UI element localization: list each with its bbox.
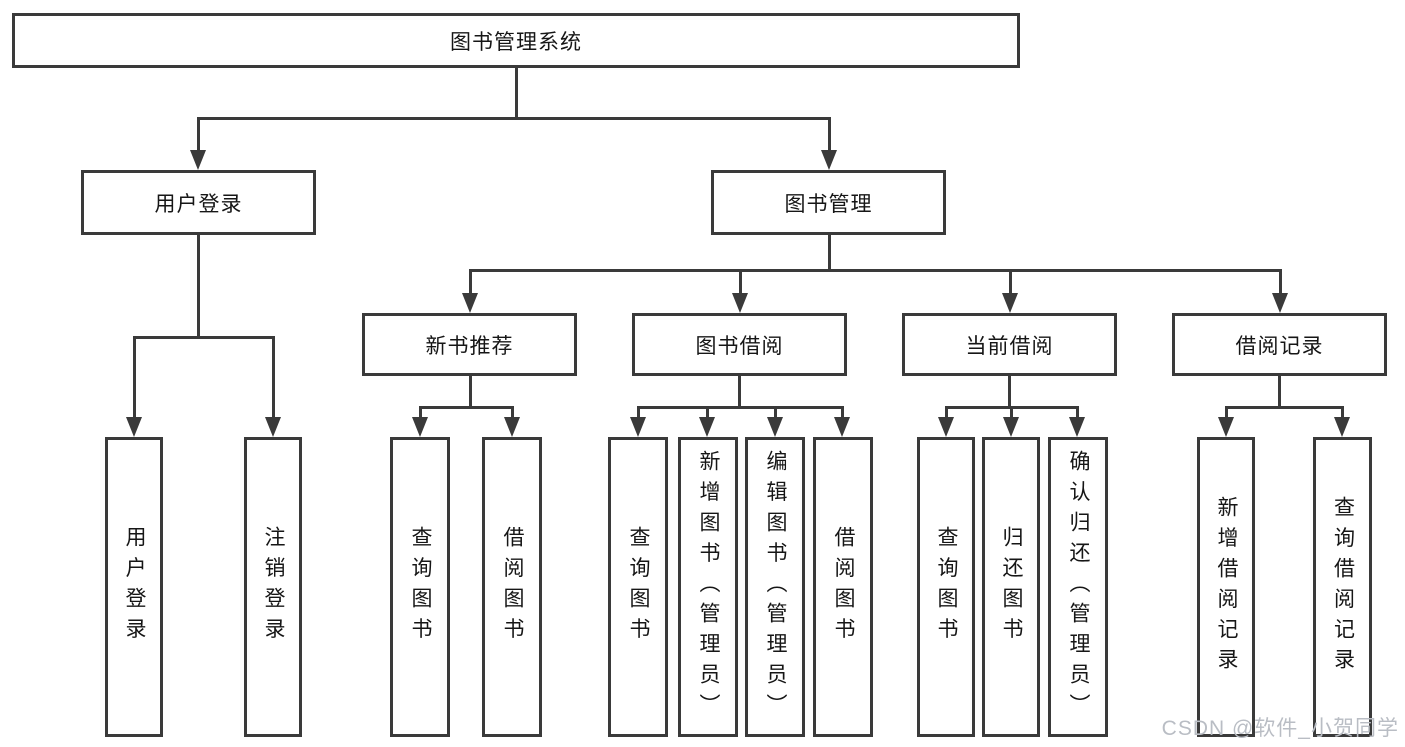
leaf-query-books-recommend: 查询图书 xyxy=(390,437,450,737)
node-current-borrow: 当前借阅 xyxy=(902,313,1117,376)
node-book-borrow: 图书借阅 xyxy=(632,313,847,376)
connector-line xyxy=(1279,269,1282,296)
connector-arrowhead xyxy=(462,293,478,313)
connector-arrowhead xyxy=(699,417,715,437)
connector-arrowhead xyxy=(834,417,850,437)
connector-arrowhead xyxy=(1218,417,1234,437)
node-book-management-label: 图书管理 xyxy=(784,192,873,216)
connector-line xyxy=(1341,406,1344,421)
connector-line xyxy=(1076,406,1079,421)
csdn-watermark: CSDN @软件_小贺同学 xyxy=(1161,717,1399,740)
connector-line xyxy=(197,117,200,152)
connector-line xyxy=(469,269,472,296)
connector-line xyxy=(419,406,514,409)
connector-line xyxy=(197,235,200,339)
connector-line xyxy=(828,235,831,272)
leaf-query-books-borrow: 查询图书 xyxy=(608,437,668,737)
connector-arrowhead xyxy=(732,293,748,313)
leaf-add-books-admin-label: 新增图书（管理员） xyxy=(697,449,720,725)
leaf-borrow-books-recommend: 借阅图书 xyxy=(482,437,542,737)
connector-line xyxy=(1010,406,1013,421)
leaf-borrow-books-borrow: 借阅图书 xyxy=(813,437,873,737)
node-user-login-label: 用户登录 xyxy=(154,192,243,216)
leaf-user-login-label: 用户登录 xyxy=(123,526,146,648)
connector-arrowhead xyxy=(1272,293,1288,313)
leaf-add-borrow-record-label: 新增借阅记录 xyxy=(1215,495,1238,679)
connector-line xyxy=(1225,406,1343,409)
node-new-book-recommend-label: 新书推荐 xyxy=(425,334,514,358)
leaf-query-books-current-label: 查询图书 xyxy=(935,526,958,648)
leaf-confirm-return-admin-label: 确认归还（管理员） xyxy=(1067,449,1090,725)
connector-line xyxy=(945,406,948,421)
connector-line xyxy=(515,68,518,119)
leaf-borrow-books-borrow-label: 借阅图书 xyxy=(832,526,855,648)
leaf-query-books-recommend-label: 查询图书 xyxy=(409,526,432,648)
connector-line xyxy=(738,376,741,409)
connector-line xyxy=(133,336,274,339)
connector-arrowhead xyxy=(412,417,428,437)
leaf-return-books-label: 归还图书 xyxy=(1000,526,1023,648)
connector-line xyxy=(637,406,640,421)
connector-line xyxy=(1225,406,1228,421)
connector-arrowhead xyxy=(938,417,954,437)
node-root: 图书管理系统 xyxy=(12,13,1020,68)
leaf-query-books-current: 查询图书 xyxy=(917,437,975,737)
connector-line xyxy=(469,376,472,409)
node-borrow-records-label: 借阅记录 xyxy=(1235,334,1324,358)
connector-line xyxy=(706,406,709,421)
connector-line xyxy=(133,336,136,419)
connector-line xyxy=(1278,376,1281,409)
node-root-label: 图书管理系统 xyxy=(450,30,582,54)
connector-line xyxy=(469,269,1281,272)
connector-line xyxy=(841,406,844,421)
leaf-edit-books-admin: 编辑图书（管理员） xyxy=(745,437,805,737)
leaf-query-books-borrow-label: 查询图书 xyxy=(627,526,650,648)
leaf-logout: 注销登录 xyxy=(244,437,302,737)
connector-arrowhead xyxy=(821,150,837,170)
connector-line xyxy=(637,406,844,409)
leaf-borrow-books-recommend-label: 借阅图书 xyxy=(501,526,524,648)
leaf-query-borrow-record-label: 查询借阅记录 xyxy=(1331,495,1355,679)
connector-arrowhead xyxy=(265,417,281,437)
node-user-login: 用户登录 xyxy=(81,170,316,235)
connector-line xyxy=(739,269,742,296)
node-book-management: 图书管理 xyxy=(711,170,946,235)
leaf-add-borrow-record: 新增借阅记录 xyxy=(1197,437,1255,737)
node-borrow-records: 借阅记录 xyxy=(1172,313,1387,376)
node-current-borrow-label: 当前借阅 xyxy=(965,334,1054,358)
node-book-borrow-label: 图书借阅 xyxy=(695,334,784,358)
connector-arrowhead xyxy=(1003,417,1019,437)
node-new-book-recommend: 新书推荐 xyxy=(362,313,577,376)
leaf-confirm-return-admin: 确认归还（管理员） xyxy=(1048,437,1108,737)
connector-line xyxy=(511,406,514,421)
connector-line xyxy=(828,117,831,152)
connector-arrowhead xyxy=(1334,417,1350,437)
leaf-add-books-admin: 新增图书（管理员） xyxy=(678,437,738,737)
connector-arrowhead xyxy=(767,417,783,437)
leaf-edit-books-admin-label: 编辑图书（管理员） xyxy=(764,449,787,725)
connector-line xyxy=(272,336,275,419)
connector-line xyxy=(419,406,422,421)
connector-arrowhead xyxy=(1002,293,1018,313)
connector-line xyxy=(1008,376,1011,409)
leaf-logout-label: 注销登录 xyxy=(262,526,285,648)
leaf-user-login: 用户登录 xyxy=(105,437,163,737)
connector-arrowhead xyxy=(504,417,520,437)
connector-line xyxy=(774,406,777,421)
connector-arrowhead xyxy=(630,417,646,437)
connector-arrowhead xyxy=(126,417,142,437)
leaf-query-borrow-record: 查询借阅记录 xyxy=(1313,437,1372,737)
connector-arrowhead xyxy=(190,150,206,170)
leaf-return-books: 归还图书 xyxy=(982,437,1040,737)
connector-line xyxy=(1009,269,1012,296)
connector-arrowhead xyxy=(1069,417,1085,437)
connector-line xyxy=(197,117,831,120)
